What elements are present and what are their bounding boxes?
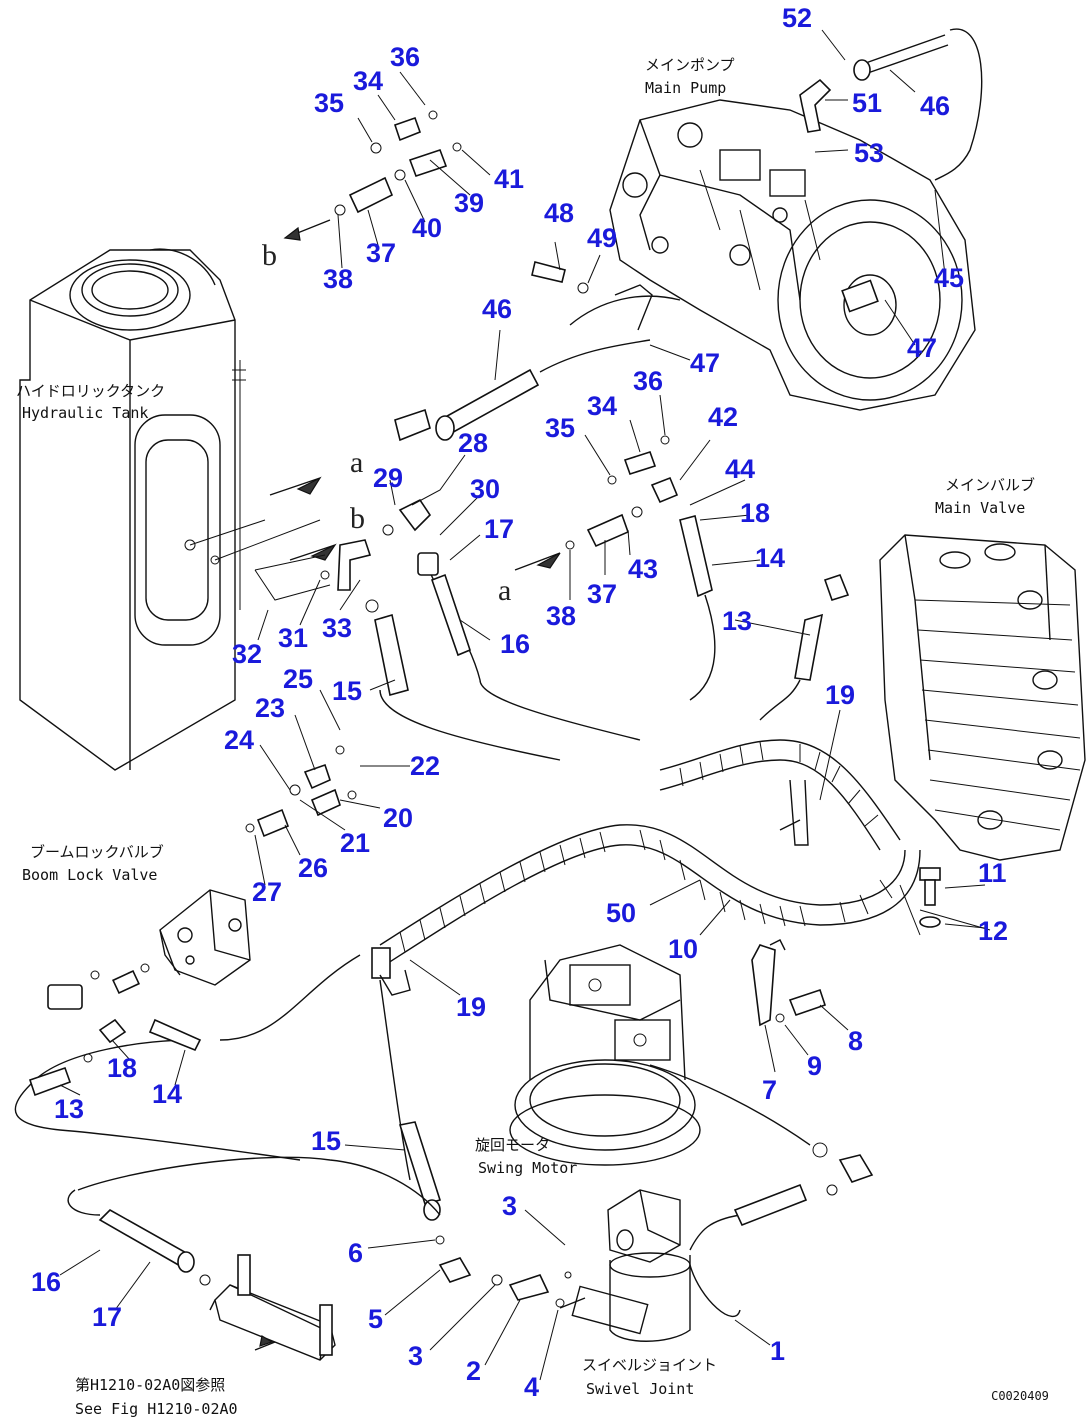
callout-3-lower: 3 [408,1341,423,1371]
callout-18: 18 [740,498,770,528]
callout-6: 6 [348,1238,363,1268]
callout-48: 48 [544,198,574,228]
callout-45: 45 [934,263,964,293]
callout-30: 30 [470,474,500,504]
callout-11: 11 [978,858,1007,888]
callout-29: 29 [373,463,403,493]
connection-letter-b-top: b [262,239,277,272]
callout-4: 4 [524,1372,539,1402]
callout-46: 46 [920,91,950,121]
callout-52: 52 [782,3,812,33]
callout-34-lower: 34 [587,391,617,421]
callout-1: 1 [770,1336,785,1366]
hydraulic-tank-label-jp: ハイドロリックタンク [16,382,165,400]
callout-16: 16 [500,629,530,659]
callout-44: 44 [725,454,755,484]
callout-23: 23 [255,693,285,723]
callout-49: 49 [587,223,617,253]
main-valve-label-jp: メインバルブ [945,476,1035,494]
callout-47-lower: 47 [690,348,720,378]
drawing-code: C0020409 [991,1389,1049,1403]
callout-3: 3 [502,1191,517,1221]
callout-38-lower: 38 [546,601,576,631]
hydraulic-tank-label-en: Hydraulic Tank [22,404,148,422]
fittings: b a b a [28,110,941,1308]
callout-32: 32 [232,639,262,669]
callout-17-lower: 17 [92,1302,122,1332]
callout-28: 28 [458,428,488,458]
callout-42: 42 [708,402,738,432]
callout-14: 14 [755,543,785,573]
callout-43: 43 [628,554,658,584]
callout-24: 24 [224,725,254,755]
connection-letter-a-tank: a [350,446,363,479]
referenced-valve-assembly [209,1254,336,1361]
callout-10: 10 [668,934,698,964]
callout-51: 51 [852,88,882,118]
main-pump-label-en: Main Pump [645,79,726,97]
callout-35: 35 [314,88,344,118]
callout-53: 53 [854,138,884,168]
callout-16-lower: 16 [31,1267,61,1297]
see-fig-label-en: See Fig H1210-02A0 [75,1400,238,1418]
boom-lock-valve-label-en: Boom Lock Valve [22,866,157,884]
callout-31: 31 [278,623,308,653]
see-fig-label-jp: 第H1210-02A0図参照 [75,1376,225,1394]
swing-motor [509,944,701,1166]
callout-22: 22 [410,751,440,781]
callout-47: 47 [907,333,937,363]
callout-9: 9 [807,1051,822,1081]
callout-41: 41 [494,164,524,194]
callout-27: 27 [252,877,282,907]
boom-lock-valve [47,889,251,1010]
swivel-joint [559,1189,691,1342]
hydraulic-tank [19,248,246,771]
callout-40: 40 [412,213,442,243]
callout-38: 38 [323,264,353,294]
callout-5: 5 [368,1304,383,1334]
callout-15: 15 [332,676,362,706]
callout-36-lower: 36 [633,366,663,396]
callout-34: 34 [353,66,383,96]
callout-17: 17 [484,514,514,544]
callout-8: 8 [848,1026,863,1056]
swing-motor-label-jp: 旋回モータ [475,1136,550,1154]
connection-letter-a-mid: a [498,574,511,607]
callout-35-lower: 35 [545,413,575,443]
callout-39: 39 [454,188,484,218]
callout-12: 12 [978,916,1008,946]
swivel-joint-label-jp: スイベルジョイント [582,1356,717,1374]
callout-21: 21 [340,828,370,858]
callout-26: 26 [298,853,328,883]
callout-19-lower: 19 [456,992,486,1022]
callout-19: 19 [825,680,855,710]
boom-lock-valve-label-jp: ブームロックバルブ [30,843,164,861]
callout-36: 36 [390,42,420,72]
swing-motor-label-en: Swing Motor [478,1159,577,1177]
callout-numbers: 52 36 34 35 51 46 53 41 39 40 37 38 48 4… [31,3,1008,1402]
callout-50: 50 [606,898,636,928]
callout-15-lower: 15 [311,1126,341,1156]
swivel-joint-label-en: Swivel Joint [586,1380,694,1398]
callout-25: 25 [283,664,313,694]
main-pump [609,99,976,411]
callout-13-lower: 13 [54,1094,84,1124]
main-valve-label-en: Main Valve [935,499,1025,517]
main-pump-label-jp: メインポンプ [645,56,735,74]
leader-lines [59,29,991,1381]
callout-13: 13 [722,606,752,636]
connection-letter-b-tank: b [350,502,365,535]
callout-33: 33 [322,613,352,643]
callout-2: 2 [466,1356,481,1386]
callout-7: 7 [762,1075,777,1105]
callout-46-lower: 46 [482,294,512,324]
hoses [14,28,983,1317]
callout-14-lower: 14 [152,1079,182,1109]
callout-37: 37 [366,238,396,268]
callout-20: 20 [383,803,413,833]
callout-37-lower: 37 [587,579,617,609]
callout-18-lower: 18 [107,1053,137,1083]
main-valve [879,534,1086,861]
